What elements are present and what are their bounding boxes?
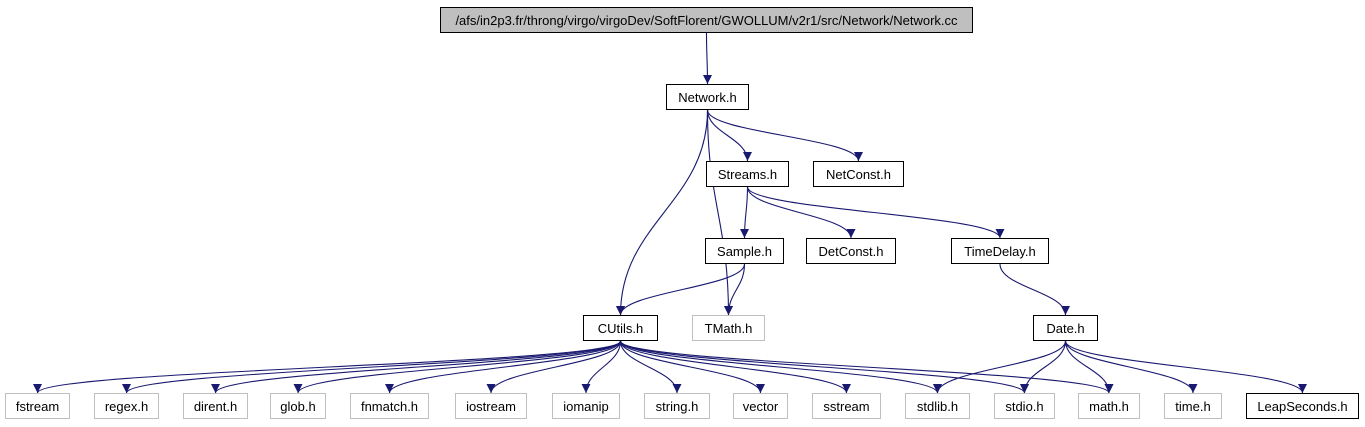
edge-sample-to-cutils [616, 263, 746, 316]
node-cutils-h[interactable]: CUtils.h [583, 315, 658, 341]
node-network-cc: /afs/in2p3.fr/throng/virgo/virgoDev/Soft… [440, 7, 973, 33]
edge-cutils-to-math [619, 340, 1114, 394]
edge-cutils-to-iostream [486, 340, 622, 394]
node-dirent-h: dirent.h [183, 393, 248, 419]
edge-cutils-to-fstream [33, 340, 622, 394]
node-netconst-h[interactable]: NetConst.h [813, 161, 904, 187]
node-glob-h: glob.h [270, 393, 326, 419]
node-tmath-h: TMath.h [692, 315, 765, 341]
edge-streams-to-detconst [746, 186, 856, 239]
edge-date-to-math [1064, 340, 1114, 394]
node-vector: vector [733, 393, 788, 419]
edge-cutils-to-fnmatch [385, 340, 622, 394]
node-fstream: fstream [5, 393, 70, 419]
node-sstream: sstream [812, 393, 881, 419]
edge-cutils-to-stdio [619, 340, 1029, 394]
edge-network-to-tmath [706, 109, 733, 316]
node-fnmatch-h: fnmatch.h [350, 393, 429, 419]
node-detconst-h[interactable]: DetConst.h [806, 238, 896, 264]
node-timedelay-h[interactable]: TimeDelay.h [951, 238, 1049, 264]
edge-cutils-to-sstream [619, 340, 851, 394]
edge-network-to-cutils [616, 109, 709, 316]
edge-cutils-to-regex [122, 340, 622, 394]
edge-timedelay-to-date [999, 263, 1070, 316]
edge-streams-to-timedelay [746, 186, 1005, 239]
node-sample-h[interactable]: Sample.h [705, 238, 784, 264]
edge-date-to-time [1064, 340, 1198, 394]
edge-date-to-stdio [1020, 340, 1067, 394]
edge-date-to-leapseconds [1064, 340, 1307, 394]
node-streams-h[interactable]: Streams.h [706, 161, 789, 187]
node-network-h[interactable]: Network.h [666, 84, 749, 110]
edge-cutils-to-vector [619, 340, 765, 394]
edge-streams-to-sample [740, 186, 750, 239]
edge-cutils-to-stdlib [619, 340, 942, 394]
edge-cutils-to-glob [293, 340, 622, 394]
edge-root-to-network [702, 32, 712, 85]
edge-date-to-stdlib [933, 340, 1067, 394]
node-math-h: math.h [1078, 393, 1140, 419]
edge-cutils-to-iomanip [581, 340, 622, 394]
edge-cutils-to-string [619, 340, 682, 394]
node-time-h: time.h [1164, 393, 1222, 419]
edge-cutils-to-dirent [211, 340, 622, 394]
node-iostream: iostream [455, 393, 527, 419]
node-stdlib-h: stdlib.h [905, 393, 970, 419]
node-stdio-h: stdio.h [994, 393, 1055, 419]
node-string-h: string.h [644, 393, 710, 419]
node-regex-h: regex.h [94, 393, 159, 419]
node-date-h[interactable]: Date.h [1033, 315, 1098, 341]
edge-network-to-netconst [706, 109, 863, 162]
edge-sample-to-tmath [724, 263, 746, 316]
node-leapseconds-h[interactable]: LeapSeconds.h [1246, 393, 1359, 419]
edge-network-to-streams [706, 109, 752, 162]
node-iomanip: iomanip [552, 393, 620, 419]
